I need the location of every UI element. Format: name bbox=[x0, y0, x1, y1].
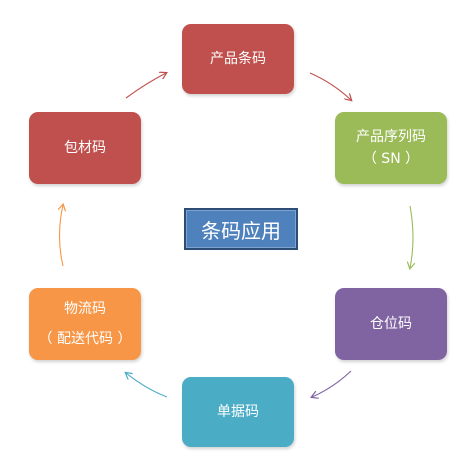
node-product-serial-code-label: 产品序列码 bbox=[356, 129, 426, 145]
arrow-serial-to-location bbox=[410, 205, 413, 268]
center-title: 条码应用 bbox=[184, 208, 298, 250]
arrow-packaging-to-product bbox=[125, 73, 166, 99]
node-product-barcode: 产品条码 bbox=[182, 24, 294, 94]
node-product-barcode-label: 产品条码 bbox=[210, 51, 266, 67]
node-location-code: 仓位码 bbox=[335, 288, 447, 360]
node-product-serial-code: 产品序列码 （ SN ） bbox=[335, 112, 447, 184]
arrow-logistics-to-packaging bbox=[60, 205, 64, 267]
node-logistics-code: 物流码 （ 配送代码 ） bbox=[29, 288, 141, 360]
node-location-code-label: 仓位码 bbox=[370, 316, 412, 332]
node-packaging-code-label: 包材码 bbox=[64, 140, 106, 156]
node-product-serial-code-sublabel: （ SN ） bbox=[362, 151, 420, 167]
arrow-document-to-logistics bbox=[126, 373, 168, 398]
arrow-location-to-document bbox=[312, 370, 352, 397]
node-packaging-code: 包材码 bbox=[29, 112, 141, 184]
node-document-code-label: 单据码 bbox=[217, 404, 259, 420]
node-document-code: 单据码 bbox=[182, 377, 294, 447]
node-logistics-code-label: 物流码 bbox=[64, 301, 106, 317]
node-logistics-code-sublabel: （ 配送代码 ） bbox=[38, 331, 132, 347]
arrow-product-to-serial bbox=[309, 72, 351, 100]
